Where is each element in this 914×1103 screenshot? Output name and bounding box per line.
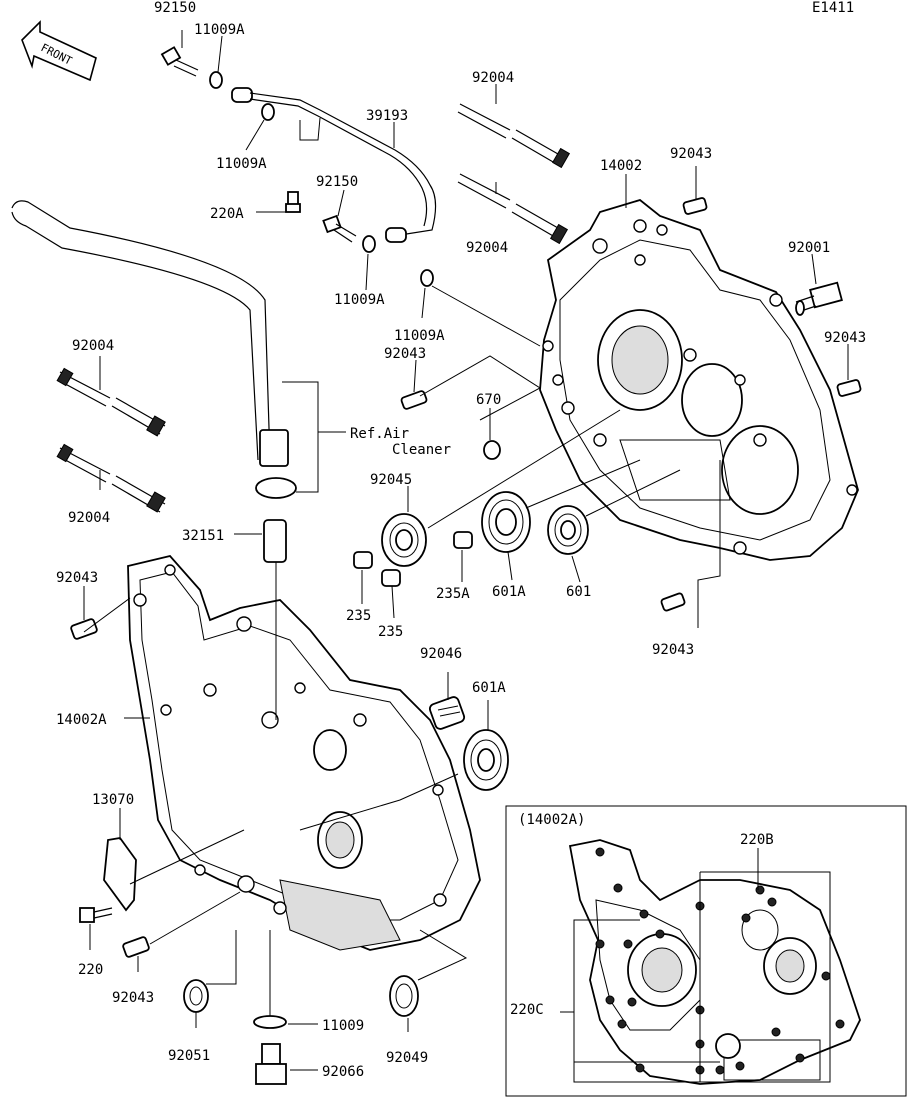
bolt-220a (285, 191, 301, 213)
label-601: 601 (566, 584, 591, 600)
label-670: 670 (476, 392, 501, 408)
label-92046: 92046 (420, 646, 462, 662)
diagram-code: E1411 (812, 0, 854, 16)
label-92001: 92001 (788, 240, 830, 256)
label-11009a-low: 11009A (334, 292, 385, 308)
label-92049: 92049 (386, 1050, 428, 1066)
label-601a-mid: 601A (472, 680, 506, 696)
bearing-92046 (428, 696, 466, 730)
label-32151: 32151 (182, 528, 224, 544)
label-220: 220 (78, 962, 103, 978)
bearing-92045 (381, 513, 427, 567)
inset-leader-lines (560, 848, 831, 1083)
washer-11009 (253, 1015, 287, 1029)
label-235a: 235A (436, 586, 470, 602)
pipe-32151 (263, 519, 287, 563)
plug-92001 (795, 281, 843, 316)
breather-hose (11, 200, 319, 499)
label-92004-l2: 92004 (68, 510, 110, 526)
label-14002: 14002 (600, 158, 642, 174)
screw-235-a (353, 551, 373, 569)
inset-panel: (14002A) 220B 220C (505, 805, 907, 1097)
label-235-a: 235 (346, 608, 371, 624)
label-92150-top: 92150 (154, 0, 196, 16)
label-92051: 92051 (168, 1048, 210, 1064)
screw-235a (453, 531, 473, 549)
bolt-92150-mid (322, 214, 357, 243)
label-11009a-right: 11009A (394, 328, 445, 344)
label-220c: 220C (510, 1002, 544, 1018)
label-92045: 92045 (370, 472, 412, 488)
label-92043-br: 92043 (652, 642, 694, 658)
washer-11009a-mid (261, 103, 275, 121)
bolt-220 (79, 907, 113, 923)
label-92043-c: 92043 (384, 346, 426, 362)
dowel-92043-l (70, 618, 98, 640)
washer-11009a-top (209, 71, 223, 89)
dowel-92043-b (122, 936, 150, 958)
label-39193: 39193 (366, 108, 408, 124)
plate-13070 (103, 837, 137, 912)
stud-92004-l1 (56, 367, 166, 437)
dowel-92043-br (660, 592, 686, 612)
stud-92004-tr2 (457, 173, 569, 245)
label-92150-mid: 92150 (316, 174, 358, 190)
drain-plug-92066 (255, 1043, 287, 1085)
dowel-92043-tr (682, 197, 708, 215)
left-crankcase-14002a (127, 554, 481, 951)
stud-92004-l2 (56, 443, 166, 513)
label-235-b: 235 (378, 624, 403, 640)
washer-11009a-right (420, 269, 434, 287)
label-11009a-mid: 11009A (216, 156, 267, 172)
inset-crankcase (568, 839, 861, 1085)
seal-92051 (183, 979, 209, 1013)
label-92004-tr2: 92004 (466, 240, 508, 256)
label-92043-r: 92043 (824, 330, 866, 346)
washer-11009a-low (362, 235, 376, 253)
dowel-92043-r (836, 379, 862, 397)
label-92043-b: 92043 (112, 990, 154, 1006)
label-601a-top: 601A (492, 584, 526, 600)
leader-lines (83, 30, 849, 1071)
bearing-601a-top (481, 491, 531, 553)
seal-92049 (389, 975, 419, 1017)
label-11009a-top: 11009A (194, 22, 245, 38)
label-92043-tr: 92043 (670, 146, 712, 162)
dowel-92043-c (400, 390, 428, 410)
label-220a: 220A (210, 206, 244, 222)
label-92066: 92066 (322, 1064, 364, 1080)
label-220b: 220B (740, 832, 774, 848)
label-92004-tr1: 92004 (472, 70, 514, 86)
stud-92004-tr1 (457, 103, 571, 169)
bolt-92150-top (160, 46, 199, 77)
right-crankcase-14002 (539, 199, 859, 561)
inset-title: (14002A) (518, 812, 585, 828)
inset-bolt-markers (595, 847, 845, 1075)
label-13070: 13070 (92, 792, 134, 808)
ref-air-line2: Cleaner (392, 442, 451, 458)
label-92004-l1: 92004 (72, 338, 114, 354)
bearing-601a-mid (463, 729, 509, 791)
callout-labels: 92150 11009A 11009A 39193 92150 220A 110… (56, 0, 866, 1080)
o-ring-670 (483, 440, 501, 460)
bearing-601 (547, 505, 589, 555)
ref-air-line1: Ref.Air (350, 426, 409, 442)
screw-235-b (381, 569, 401, 587)
label-11009: 11009 (322, 1018, 364, 1034)
oil-pipe-39193 (231, 87, 437, 243)
front-arrow-icon: FRONT (21, 20, 97, 82)
label-14002a: 14002A (56, 712, 107, 728)
label-92043-l: 92043 (56, 570, 98, 586)
